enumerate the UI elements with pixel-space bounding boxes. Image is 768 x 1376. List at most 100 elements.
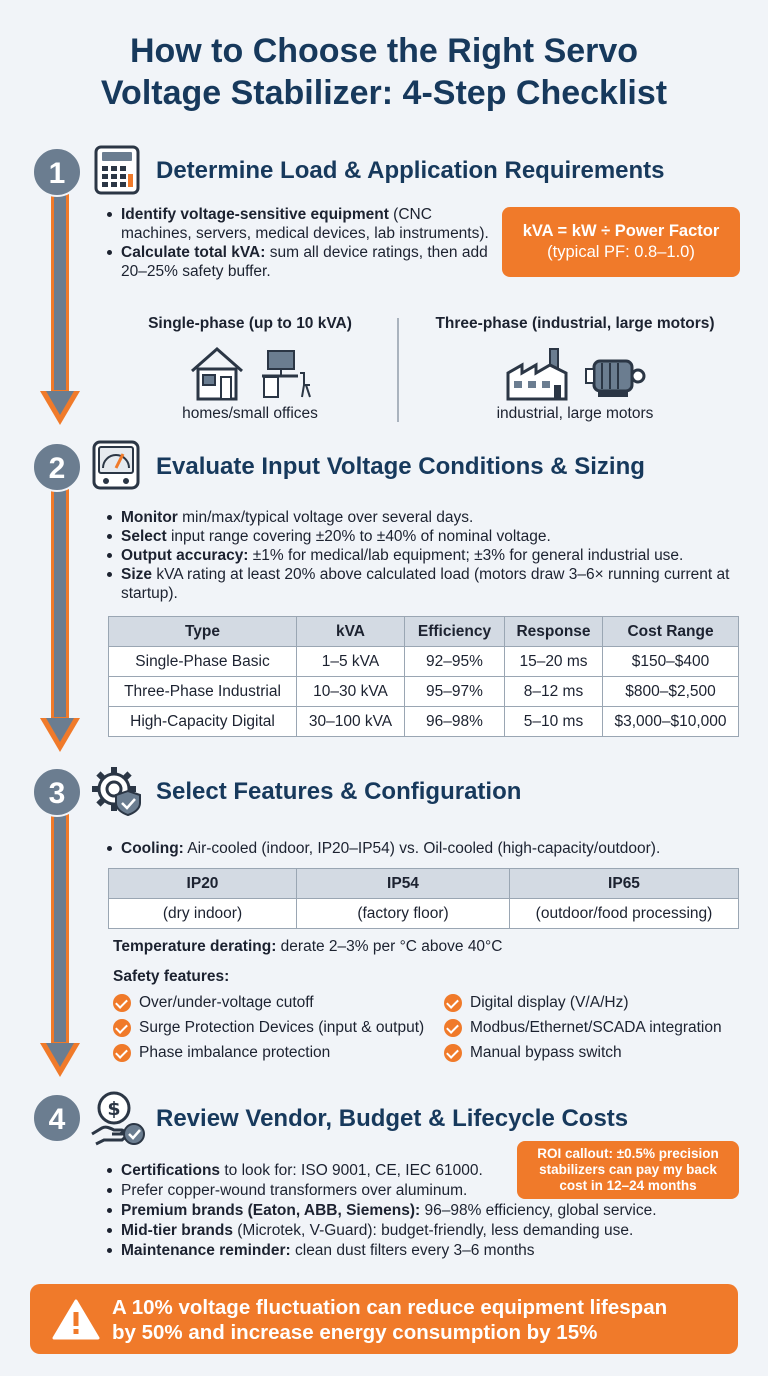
list-item: Over/under-voltage cutoff [113, 993, 424, 1018]
table-row: High-Capacity Digital 30–100 kVA 96–98% … [108, 706, 739, 737]
three-phase-caption: industrial, large motors [496, 405, 654, 422]
table-header-row: IP20 IP54 IP65 [108, 868, 739, 899]
table-cell: 10–30 kVA [296, 676, 405, 707]
money-hand-icon: $ [90, 1090, 145, 1146]
check-icon [113, 1019, 131, 1037]
table-cell: 92–95% [404, 646, 505, 677]
step-3-title: Select Features & Configuration [156, 778, 522, 805]
list-item: Modbus/Ethernet/SCADA integration [444, 1018, 722, 1043]
temperature-derating: Temperature derating: derate 2–3% per °C… [113, 938, 503, 955]
page-title-line-1: How to Choose the Right Servo [129, 32, 639, 70]
step-3-bullets: Cooling: Air-cooled (indoor, IP20–IP54) … [103, 839, 743, 858]
step-3-number: 3 [32, 767, 82, 817]
list-item: Prefer copper-wound transformers over al… [103, 1181, 743, 1201]
three-phase-column: Three-phase (industrial, large motors) i… [410, 315, 740, 423]
step-2-bullets: Monitor min/max/typical voltage over sev… [103, 508, 733, 603]
safety-features-right: Digital display (V/A/Hz) Modbus/Ethernet… [444, 993, 722, 1068]
table-cell: High-Capacity Digital [108, 706, 297, 737]
motor-icon [585, 359, 646, 397]
safety-features-left: Over/under-voltage cutoff Surge Protecti… [113, 993, 424, 1068]
step-2-arrow [40, 470, 80, 755]
formula-line-1: kVA = kW ÷ Power Factor [522, 222, 720, 240]
single-phase-column: Single-phase (up to 10 kVA) homes/small … [125, 315, 375, 423]
table-cell: $800–$2,500 [602, 676, 739, 707]
page-title-line-2: Voltage Stabilizer: 4-Step Checklist [100, 74, 668, 112]
svg-text:$: $ [107, 1098, 120, 1120]
kva-formula-box: kVA = kW ÷ Power Factor (typical PF: 0.8… [502, 207, 740, 277]
single-phase-caption: homes/small offices [182, 405, 318, 422]
check-icon [444, 994, 462, 1012]
list-item: Output accuracy: ±1% for medical/lab equ… [103, 546, 733, 565]
column-header: Cost Range [602, 616, 739, 647]
phase-divider [397, 318, 399, 422]
table-cell: Three-Phase Industrial [108, 676, 297, 707]
column-header: Type [108, 616, 297, 647]
table-cell: 96–98% [404, 706, 505, 737]
column-header: IP54 [296, 868, 510, 899]
list-item: Identify voltage-sensitive equipment (CN… [103, 205, 503, 243]
check-icon [444, 1044, 462, 1062]
list-item: Maintenance reminder: clean dust filters… [103, 1241, 743, 1261]
single-phase-title: Single-phase (up to 10 kVA) [148, 315, 352, 332]
check-icon [444, 1019, 462, 1037]
step-2-number: 2 [32, 442, 82, 492]
roi-callout: ROI callout: ±0.5% precision stabilizers… [517, 1141, 739, 1199]
list-item: Monitor min/max/typical voltage over sev… [103, 508, 733, 527]
list-item: Certifications to look for: ISO 9001, CE… [103, 1161, 743, 1181]
factory-icon [506, 348, 568, 401]
table-row: (dry indoor) (factory floor) (outdoor/fo… [108, 898, 739, 929]
list-item: Surge Protection Devices (input & output… [113, 1018, 424, 1043]
table-cell: $3,000–$10,000 [602, 706, 739, 737]
stabilizer-comparison-table: Type kVA Efficiency Response Cost Range … [108, 616, 739, 737]
column-header: Efficiency [404, 616, 505, 647]
list-item: Manual bypass switch [444, 1043, 722, 1068]
table-cell: (dry indoor) [108, 898, 297, 929]
list-item: Size kVA rating at least 20% above calcu… [103, 565, 733, 603]
warning-banner: A 10% voltage fluctuation can reduce equ… [30, 1284, 738, 1354]
table-cell: 95–97% [404, 676, 505, 707]
house-icon [191, 347, 243, 401]
table-cell: 15–20 ms [504, 646, 603, 677]
list-item: Calculate total kVA: sum all device rati… [103, 243, 503, 281]
column-header: Response [504, 616, 603, 647]
gear-shield-icon [90, 765, 141, 817]
calculator-icon [94, 145, 144, 195]
ip-rating-table: IP20 IP54 IP65 (dry indoor) (factory flo… [108, 868, 739, 929]
check-icon [113, 1044, 131, 1062]
table-cell: 8–12 ms [504, 676, 603, 707]
warning-line-1: A 10% voltage fluctuation can reduce equ… [112, 1296, 668, 1319]
table-row: Single-Phase Basic 1–5 kVA 92–95% 15–20 … [108, 646, 739, 677]
table-cell: 1–5 kVA [296, 646, 405, 677]
list-item: Premium brands (Eaton, ABB, Siemens): 96… [103, 1201, 743, 1221]
table-cell: $150–$400 [602, 646, 739, 677]
step-1-title: Determine Load & Application Requirement… [156, 157, 665, 184]
column-header: kVA [296, 616, 405, 647]
warning-icon [52, 1299, 100, 1340]
check-icon [113, 994, 131, 1012]
column-header: IP20 [108, 868, 297, 899]
step-1-bullets: Identify voltage-sensitive equipment (CN… [103, 205, 503, 281]
table-header-row: Type kVA Efficiency Response Cost Range [108, 616, 739, 647]
step-4-bullets: Certifications to look for: ISO 9001, CE… [103, 1161, 743, 1261]
list-item: Phase imbalance protection [113, 1043, 424, 1068]
column-header: IP65 [509, 868, 739, 899]
step-2-title: Evaluate Input Voltage Conditions & Sizi… [156, 453, 645, 480]
voltmeter-icon [92, 440, 142, 490]
three-phase-title: Three-phase (industrial, large motors) [435, 315, 715, 332]
list-item: Mid-tier brands (Microtek, V-Guard): bud… [103, 1221, 743, 1241]
table-cell: Single-Phase Basic [108, 646, 297, 677]
safety-features-label: Safety features: [113, 968, 230, 985]
table-cell: (outdoor/food processing) [509, 898, 739, 929]
step-1-number: 1 [32, 147, 82, 197]
table-cell: (factory floor) [296, 898, 510, 929]
table-cell: 30–100 kVA [296, 706, 405, 737]
list-item: Digital display (V/A/Hz) [444, 993, 722, 1018]
step-3-arrow [40, 795, 80, 1080]
list-item: Cooling: Air-cooled (indoor, IP20–IP54) … [103, 839, 743, 858]
step-4-title: Review Vendor, Budget & Lifecycle Costs [156, 1105, 629, 1132]
list-item: Select input range covering ±20% to ±40%… [103, 527, 733, 546]
warning-line-2: by 50% and increase energy consumption b… [112, 1321, 598, 1344]
step-4-number: 4 [32, 1093, 82, 1143]
table-cell: 5–10 ms [504, 706, 603, 737]
page-title: How to Choose the Right Servo Voltage St… [0, 30, 768, 114]
